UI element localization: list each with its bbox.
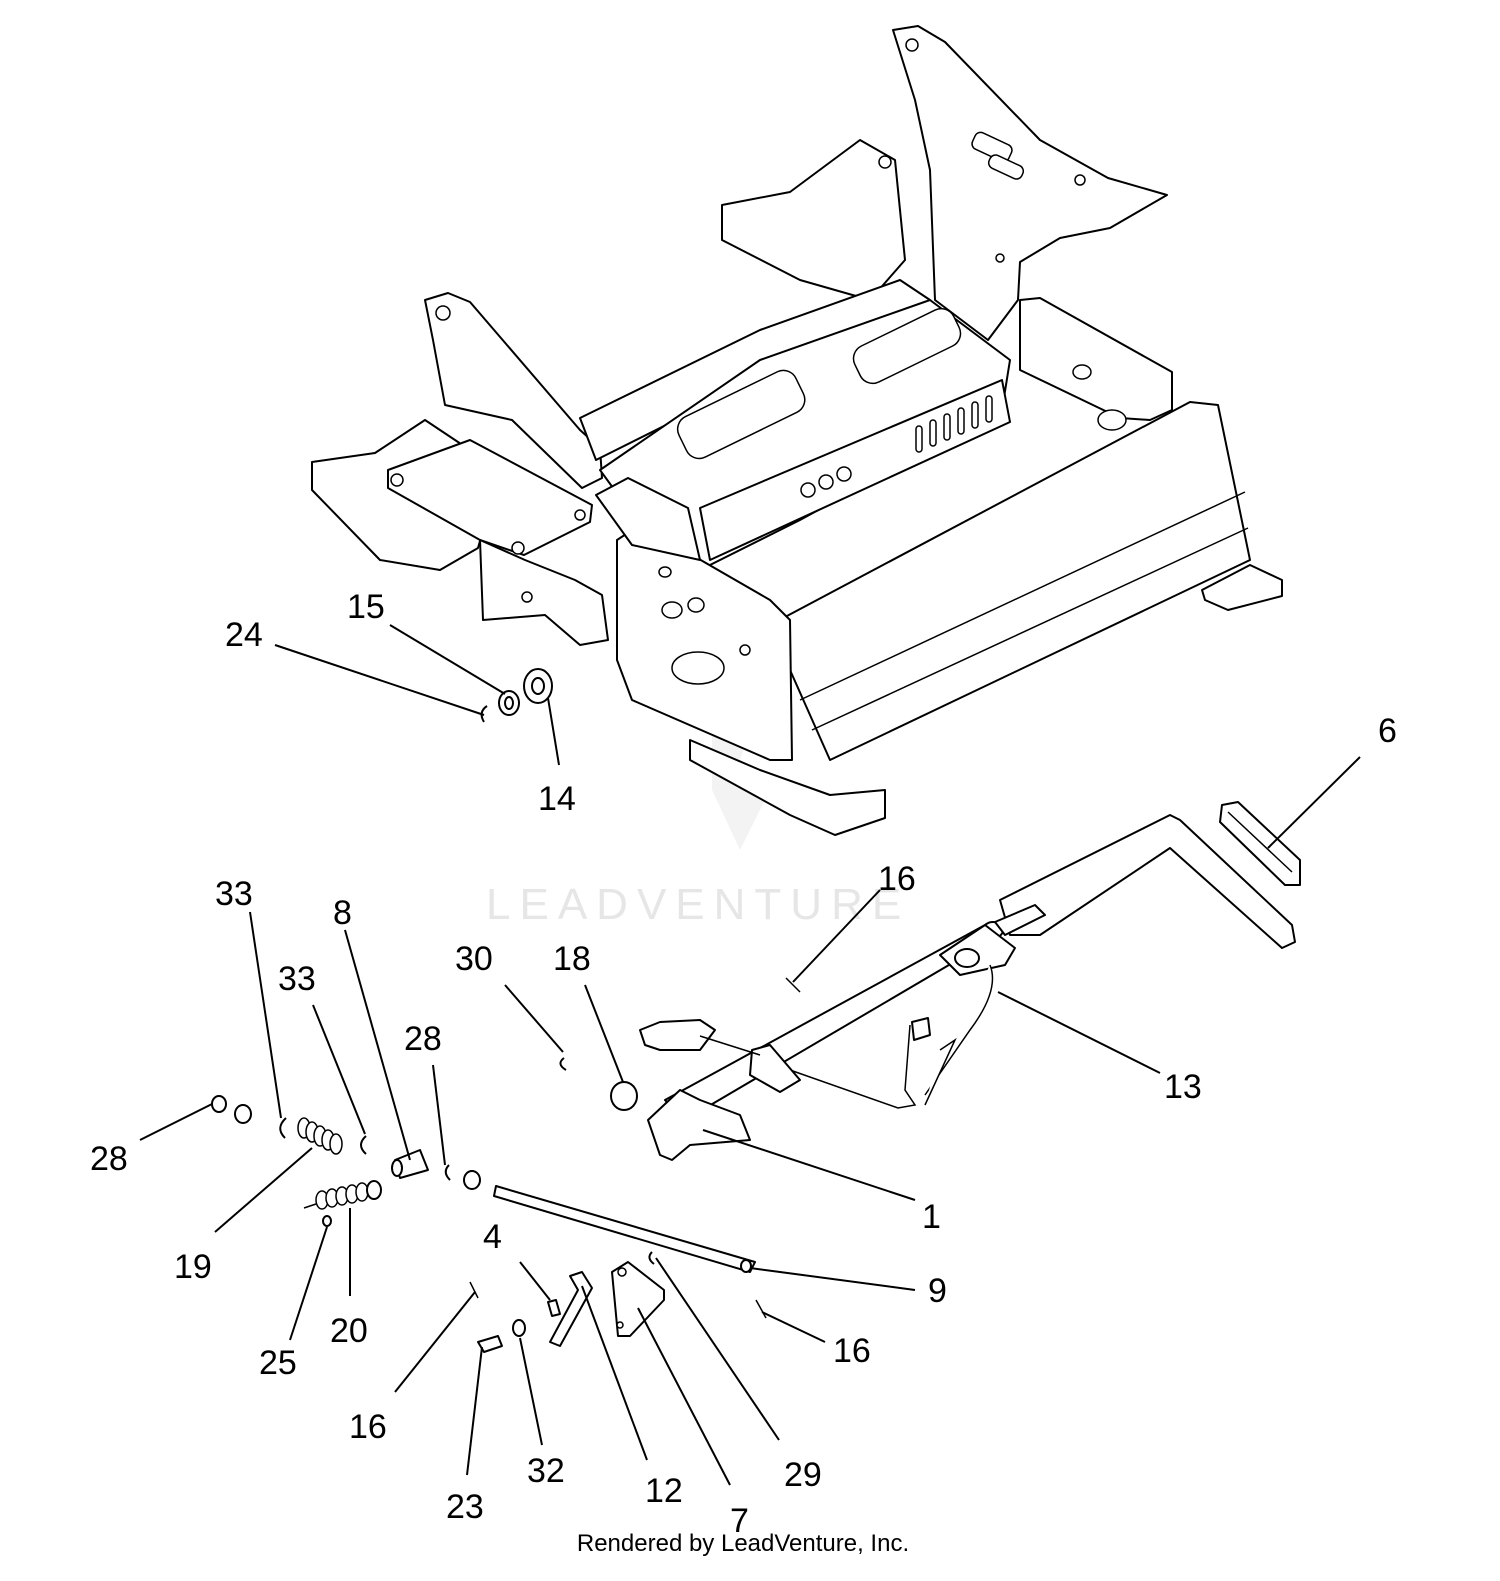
frame-assembly <box>311 25 1283 836</box>
spring-20 <box>303 1180 382 1210</box>
callout-16-upper: 16 <box>878 860 916 898</box>
callout-25: 25 <box>259 1344 297 1382</box>
leader-lines <box>139 624 1361 1486</box>
callout-32: 32 <box>527 1452 565 1490</box>
callout-4: 4 <box>483 1218 502 1256</box>
vent-slots <box>915 395 993 453</box>
lower-hardware <box>469 1251 767 1353</box>
callout-19: 19 <box>174 1248 212 1286</box>
callout-28-left: 28 <box>90 1140 128 1178</box>
callout-9: 9 <box>928 1272 947 1310</box>
adjuster-nut <box>911 1017 931 1041</box>
cable-adjuster <box>639 1019 761 1056</box>
callout-7: 7 <box>730 1502 749 1540</box>
cap-18 <box>610 1081 638 1111</box>
render-credit-text: Rendered by LeadVenture, Inc. <box>576 1530 910 1557</box>
callout-29: 29 <box>784 1456 822 1494</box>
callout-6: 6 <box>1378 712 1397 750</box>
spring-19 <box>297 1117 343 1155</box>
callout-14: 14 <box>538 780 576 818</box>
callout-18: 18 <box>553 940 591 978</box>
render-credit: Rendered by LeadVenture, Inc. <box>0 1530 1500 1558</box>
callout-15: 15 <box>347 588 385 626</box>
callout-28-upper: 28 <box>404 1020 442 1058</box>
bushing-14 <box>523 668 553 704</box>
callout-30: 30 <box>455 940 493 978</box>
callout-16-lower-right: 16 <box>833 1332 871 1370</box>
callout-8: 8 <box>333 894 352 932</box>
watermark-brand: LEADVENTURE <box>486 880 910 929</box>
washer-15 <box>498 690 520 716</box>
callout-20: 20 <box>330 1312 368 1350</box>
pedal-shaft-assembly <box>639 801 1301 1161</box>
callout-24: 24 <box>225 616 263 654</box>
callout-16-lower-left: 16 <box>349 1408 387 1446</box>
callout-12: 12 <box>645 1472 683 1510</box>
callout-33-upper: 33 <box>215 875 253 913</box>
callout-33-lower: 33 <box>278 960 316 998</box>
e-clip-24 <box>480 705 488 723</box>
callout-labels: 24 15 14 6 16 33 8 30 18 33 28 13 28 1 1… <box>90 588 1397 1540</box>
small-hardware-cluster <box>211 1057 756 1273</box>
callout-23: 23 <box>446 1488 484 1526</box>
callout-1: 1 <box>922 1198 941 1236</box>
callout-13: 13 <box>1164 1068 1202 1106</box>
